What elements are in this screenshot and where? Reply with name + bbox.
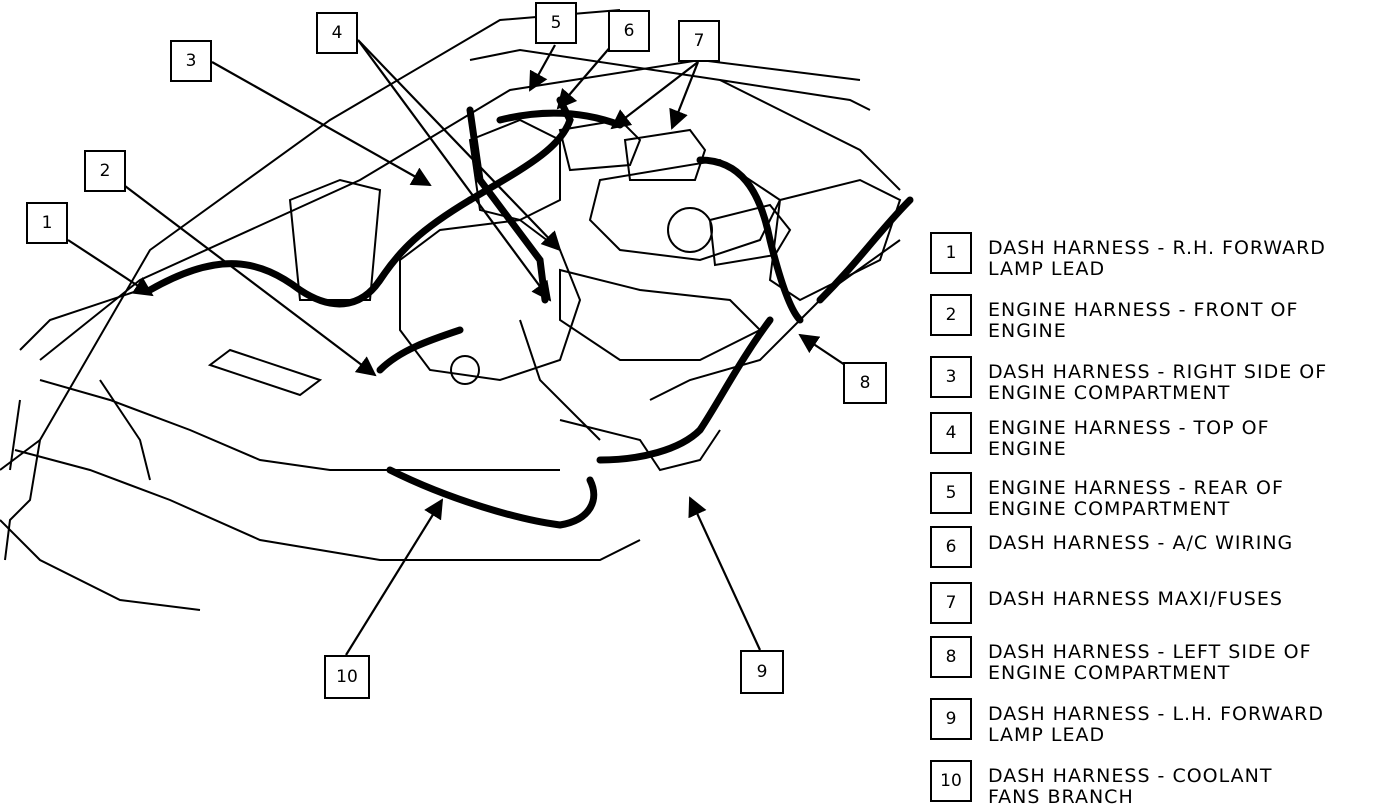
legend-item: 2 ENGINE HARNESS - FRONT OF ENGINE bbox=[930, 290, 1390, 342]
callout-1: 1 bbox=[26, 202, 68, 244]
callout-10: 10 bbox=[324, 655, 370, 699]
callout-4: 4 bbox=[316, 12, 358, 54]
callout-leaders bbox=[67, 39, 846, 656]
legend-number: 3 bbox=[930, 356, 972, 398]
legend-item: 3 DASH HARNESS - RIGHT SIDE OF ENGINE CO… bbox=[930, 352, 1390, 404]
legend-number: 7 bbox=[930, 582, 972, 624]
legend-number: 6 bbox=[930, 526, 972, 568]
legend-number: 9 bbox=[930, 698, 972, 740]
legend-item: 1 DASH HARNESS - R.H. FORWARD LAMP LEAD bbox=[930, 228, 1390, 280]
callout-3: 3 bbox=[170, 40, 212, 82]
legend-label: DASH HARNESS - LEFT SIDE OF ENGINE COMPA… bbox=[988, 641, 1312, 684]
callout-2: 2 bbox=[84, 150, 126, 192]
legend-item: 6 DASH HARNESS - A/C WIRING bbox=[930, 522, 1390, 572]
legend-item: 8 DASH HARNESS - LEFT SIDE OF ENGINE COM… bbox=[930, 632, 1390, 684]
legend-item: 4 ENGINE HARNESS - TOP OF ENGINE bbox=[930, 408, 1390, 460]
legend-label: ENGINE HARNESS - FRONT OF ENGINE bbox=[988, 299, 1299, 342]
legend-number: 2 bbox=[930, 294, 972, 336]
legend-number: 1 bbox=[930, 232, 972, 274]
legend-item: 10 DASH HARNESS - COOLANT FANS BRANCH bbox=[930, 756, 1390, 808]
vehicle-body-outline bbox=[0, 9, 901, 611]
callout-6: 6 bbox=[608, 10, 650, 52]
callout-9: 9 bbox=[740, 650, 784, 694]
legend-label: DASH HARNESS MAXI/FUSES bbox=[988, 588, 1283, 610]
legend-label: DASH HARNESS - A/C WIRING bbox=[988, 532, 1294, 554]
legend-number: 5 bbox=[930, 472, 972, 514]
legend-label: DASH HARNESS - RIGHT SIDE OF ENGINE COMP… bbox=[988, 361, 1328, 404]
legend-item: 7 DASH HARNESS MAXI/FUSES bbox=[930, 578, 1390, 628]
legend-label: DASH HARNESS - L.H. FORWARD LAMP LEAD bbox=[988, 703, 1324, 746]
legend-number: 8 bbox=[930, 636, 972, 678]
legend-number: 10 bbox=[930, 760, 972, 802]
callout-8: 8 bbox=[843, 362, 887, 404]
legend-label: DASH HARNESS - R.H. FORWARD LAMP LEAD bbox=[988, 237, 1326, 280]
legend-label: DASH HARNESS - COOLANT FANS BRANCH bbox=[988, 765, 1273, 808]
legend-item: 5 ENGINE HARNESS - REAR OF ENGINE COMPAR… bbox=[930, 468, 1390, 520]
legend-label: ENGINE HARNESS - REAR OF ENGINE COMPARTM… bbox=[988, 477, 1284, 520]
legend-label: ENGINE HARNESS - TOP OF ENGINE bbox=[988, 417, 1270, 460]
legend-item: 9 DASH HARNESS - L.H. FORWARD LAMP LEAD bbox=[930, 694, 1390, 746]
callout-5: 5 bbox=[535, 2, 577, 44]
legend-number: 4 bbox=[930, 412, 972, 454]
callout-7: 7 bbox=[678, 20, 720, 62]
